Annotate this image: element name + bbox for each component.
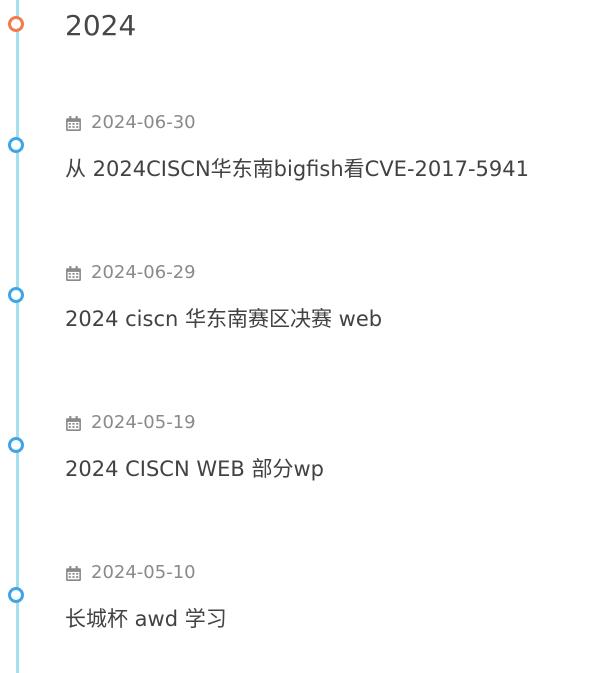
calendar-icon xyxy=(66,565,81,581)
list-item: 2024-06-30 从 2024CISCN华东南bigfish看CVE-201… xyxy=(65,112,595,184)
year-title: 2024 xyxy=(65,9,137,42)
post-date: 2024-06-29 xyxy=(91,262,196,283)
post-date: 2024-06-30 xyxy=(91,112,196,133)
post-date-row: 2024-06-29 xyxy=(65,262,595,284)
post-title-link[interactable]: 2024 ciscn 华东南赛区决赛 web xyxy=(65,307,383,331)
calendar-icon xyxy=(66,265,81,281)
post-title-link[interactable]: 2024 CISCN WEB 部分wp xyxy=(65,457,324,481)
calendar-icon xyxy=(66,415,81,431)
list-item: 2024-05-10 长城杯 awd 学习 xyxy=(65,562,595,634)
post-node xyxy=(8,137,24,153)
post-date-row: 2024-05-10 xyxy=(65,562,595,584)
post-date-row: 2024-06-30 xyxy=(65,112,595,134)
post-node xyxy=(8,437,24,453)
post-date-row: 2024-05-19 xyxy=(65,412,595,434)
post-date: 2024-05-10 xyxy=(91,562,196,583)
post-title-link[interactable]: 从 2024CISCN华东南bigfish看CVE-2017-5941 xyxy=(65,157,529,181)
post-date: 2024-05-19 xyxy=(91,412,196,433)
list-item: 2024-05-19 2024 CISCN WEB 部分wp xyxy=(65,412,595,484)
post-node xyxy=(8,587,24,603)
calendar-icon xyxy=(66,115,81,131)
list-item: 2024-06-29 2024 ciscn 华东南赛区决赛 web xyxy=(65,262,595,334)
year-node xyxy=(8,16,24,32)
timeline-line xyxy=(16,0,19,673)
post-node xyxy=(8,287,24,303)
post-title-link[interactable]: 长城杯 awd 学习 xyxy=(65,607,227,631)
